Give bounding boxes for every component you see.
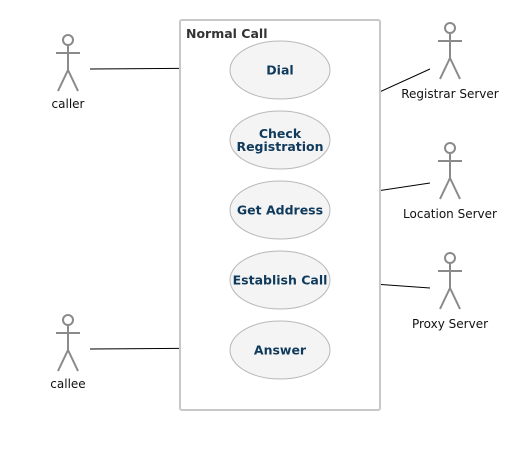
use-case-label: Dial	[266, 63, 293, 78]
use-case-ellipse	[229, 40, 331, 100]
use-case-ellipse	[229, 320, 331, 380]
use-case-establish-call[interactable]: Establish Call	[229, 250, 331, 310]
actor-caller[interactable]: caller	[52, 34, 85, 111]
use-case-label: Answer	[254, 343, 307, 358]
actor-registrar-server[interactable]: Registrar Server	[401, 22, 499, 101]
stick-figure-icon	[438, 252, 462, 310]
actor-label: Proxy Server	[412, 317, 488, 331]
use-case-label: Establish Call	[233, 273, 328, 288]
stick-figure-icon	[438, 142, 462, 200]
use-case-answer[interactable]: Answer	[229, 320, 331, 380]
stick-figure-icon	[438, 22, 462, 80]
actor-label: Registrar Server	[401, 87, 499, 101]
use-case-ellipse	[229, 110, 331, 170]
actor-proxy-server[interactable]: Proxy Server	[412, 252, 488, 331]
use-case-dial[interactable]: Dial	[229, 40, 331, 100]
use-case-ellipse	[229, 250, 331, 310]
use-case-ellipse	[229, 180, 331, 240]
stick-figure-icon	[56, 34, 80, 92]
actor-callee[interactable]: callee	[50, 314, 86, 391]
use-case-label: Check	[259, 126, 302, 141]
use-case-label: Registration	[236, 139, 323, 154]
actor-label: callee	[50, 377, 85, 391]
use-case-get-address[interactable]: Get Address	[229, 180, 331, 240]
actor-location-server[interactable]: Location Server	[403, 142, 497, 221]
actor-label: Location Server	[403, 207, 497, 221]
actor-label: caller	[52, 97, 85, 111]
system-title: Normal Call	[186, 26, 268, 41]
use-case-label: Get Address	[237, 203, 323, 218]
stick-figure-icon	[56, 314, 80, 372]
